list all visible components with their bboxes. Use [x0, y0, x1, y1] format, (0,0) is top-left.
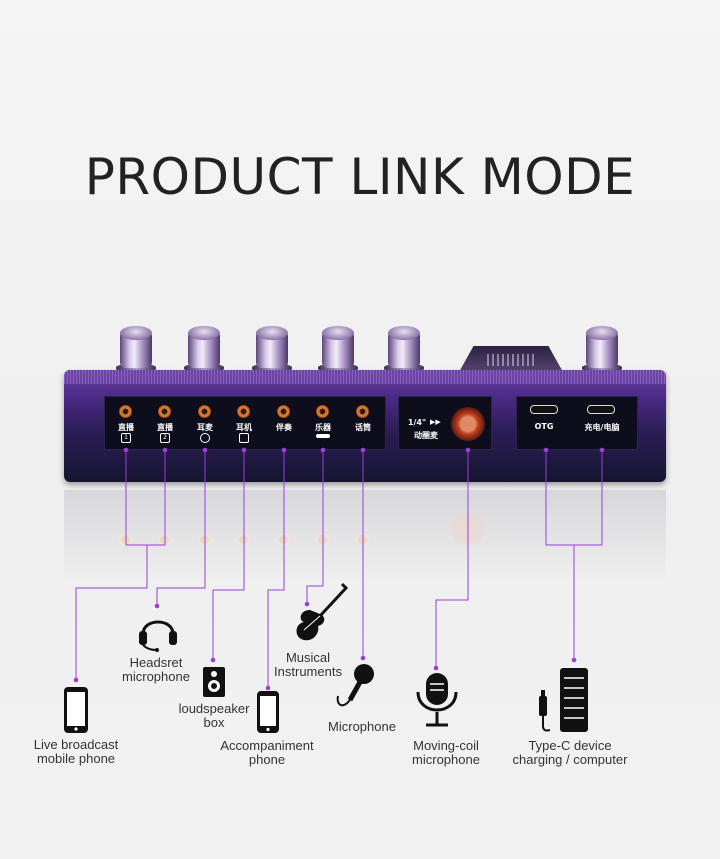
port-number-2: 2: [160, 433, 170, 443]
usb-charge-port[interactable]: [587, 405, 615, 414]
jack-live-2[interactable]: [158, 405, 171, 418]
jack-accompaniment[interactable]: [277, 405, 290, 418]
knob-3[interactable]: [252, 326, 292, 372]
microphone-label: Microphone: [328, 719, 396, 734]
knob-5[interactable]: [384, 326, 424, 372]
usb-otg-label: OTG: [534, 422, 554, 431]
jack-live-1[interactable]: [119, 405, 132, 418]
knob-1[interactable]: [116, 326, 156, 372]
knob-6[interactable]: [582, 326, 622, 372]
page-title: PRODUCT LINK MODE: [84, 148, 636, 206]
jack-headset[interactable]: [198, 405, 211, 418]
mobile-phone-icon: [64, 687, 88, 733]
port-label: 耳麦: [197, 423, 213, 432]
jack-instrument[interactable]: [316, 405, 329, 418]
mic-size-label: 1/4": [407, 418, 427, 427]
loudspeaker-box-icon: [203, 667, 225, 697]
knob-2[interactable]: [184, 326, 224, 372]
dynamic-mic-jack[interactable]: [451, 407, 485, 441]
guitar-icon: [296, 582, 348, 641]
jack-headphone[interactable]: [237, 405, 250, 418]
port-label: 直播: [157, 423, 173, 432]
accompaniment-phone-icon: [257, 691, 279, 733]
headphone-icon: [239, 433, 249, 443]
knob-4[interactable]: [318, 326, 358, 372]
usb-otg-port[interactable]: [530, 405, 558, 414]
usb-charge-label: 充电/电脑: [584, 423, 620, 432]
computer-tower-icon: [539, 668, 588, 732]
port-number-1: 1: [121, 433, 131, 443]
microphone-icon: [336, 664, 374, 707]
arrow-icon: ▶▶: [430, 418, 441, 426]
mic-type-label: 动圈麦: [414, 431, 438, 440]
headset-microphone-icon: [139, 620, 177, 652]
device-speaker-grill: [459, 346, 563, 372]
port-label: 耳机: [236, 423, 252, 432]
port-label: 伴奏: [276, 423, 292, 432]
instrument-small-icon: [316, 434, 330, 438]
port-label: 直播: [118, 423, 134, 432]
headset-icon: [200, 433, 210, 443]
moving-coil-microphone-icon: [416, 673, 458, 727]
jack-microphone[interactable]: [356, 405, 369, 418]
port-label: 乐器: [315, 423, 331, 432]
port-label: 话筒: [355, 423, 371, 432]
